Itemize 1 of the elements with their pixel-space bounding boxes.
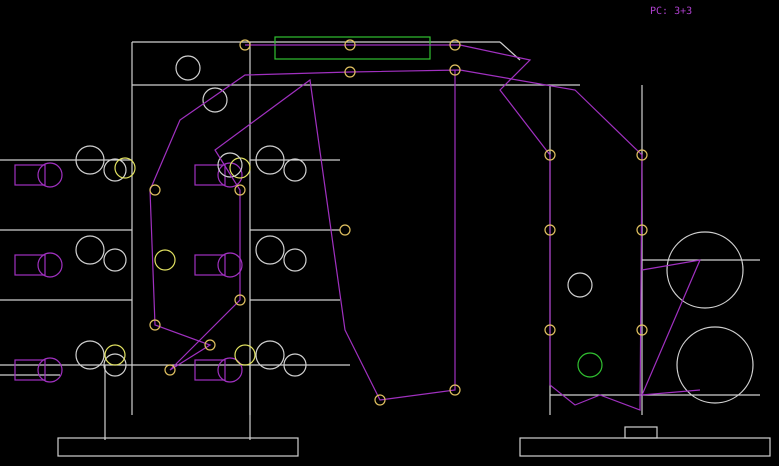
print-config-note: PC: 3+3 [650, 6, 692, 17]
